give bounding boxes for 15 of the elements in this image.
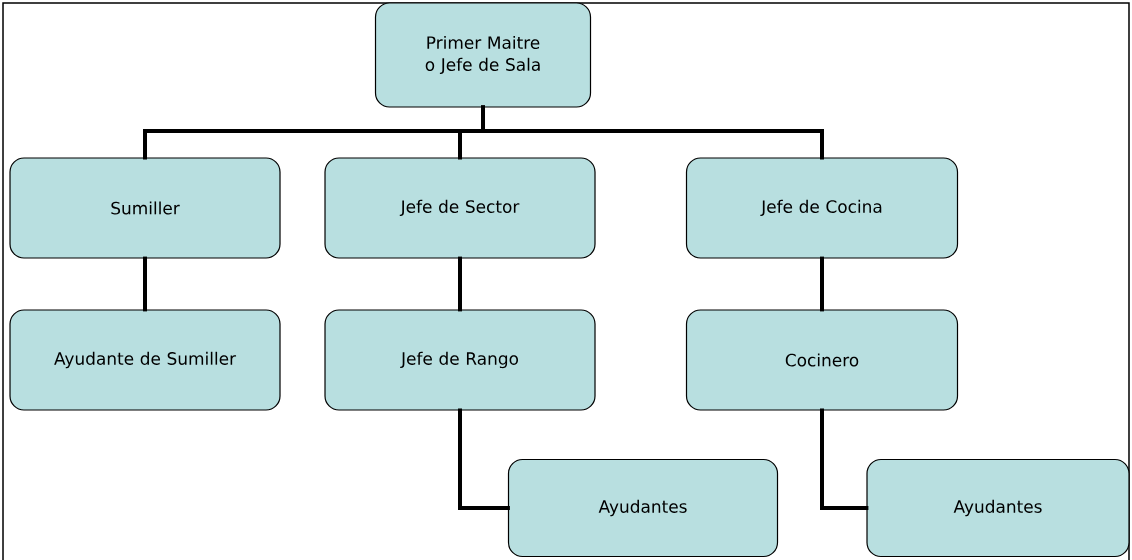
connector-line <box>458 256 462 312</box>
org-box: Ayudantes <box>507 458 779 558</box>
org-box: Ayudantes <box>866 458 1130 558</box>
org-box: Jefe de Rango <box>324 309 596 411</box>
connector-line <box>481 105 824 160</box>
org-box: Cocinero <box>685 309 959 411</box>
org-box: Primer Maitre o Jefe de Sala <box>374 2 592 108</box>
org-box: Jefe de Sector <box>324 157 596 259</box>
org-box: Jefe de Cocina <box>685 157 959 259</box>
connector-line <box>820 408 869 510</box>
connector-line <box>820 256 824 312</box>
connector-line <box>143 256 147 312</box>
org-box: Sumiller <box>9 157 281 259</box>
connector-line <box>458 408 510 510</box>
org-box: Ayudante de Sumiller <box>9 309 281 411</box>
